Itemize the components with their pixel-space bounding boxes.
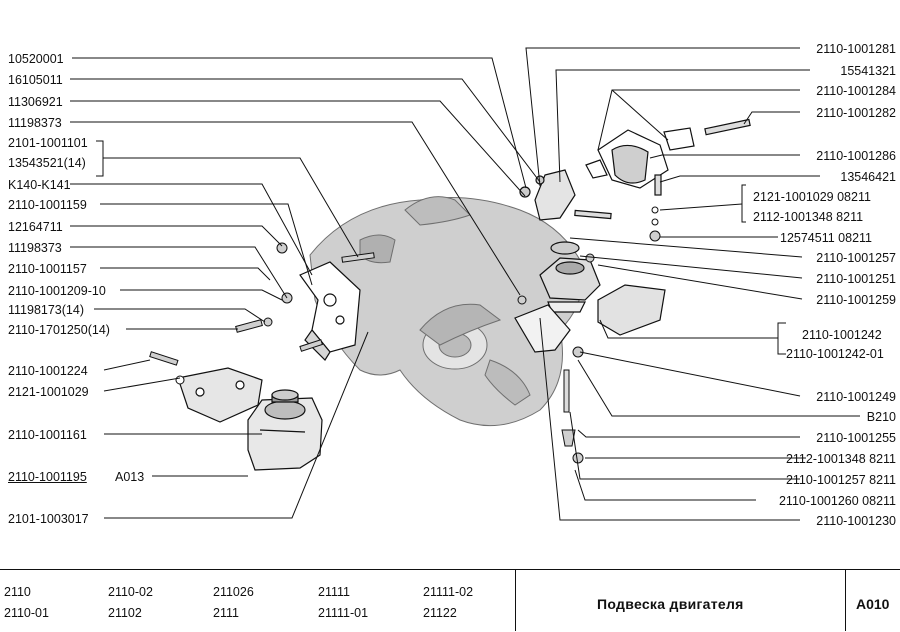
model-code: 21111 [318, 585, 350, 599]
part-label: 2110-1701250(14) [8, 323, 110, 337]
part-label: 2101-1001101 [8, 136, 88, 150]
sheet-code: A010 [856, 596, 890, 612]
model-code: 211026 [213, 585, 254, 599]
part-label: 12164711 [8, 220, 63, 234]
part-label-link[interactable]: 2110-1001195 [8, 470, 87, 484]
part-label: 13546421 [840, 170, 896, 184]
part-label: 2110-1001209-10 [8, 284, 106, 298]
part-label: 2110-1001257 [816, 251, 896, 265]
footer-table [0, 569, 900, 632]
part-label: 2110-1001161 [8, 428, 87, 442]
leader-lines-left [70, 57, 541, 519]
part-label: 2110-1001249 [816, 390, 896, 404]
part-label: 2101-1003017 [8, 512, 89, 526]
page-title: Подвеска двигателя [597, 596, 744, 612]
part-label: 2110-1001259 [816, 293, 896, 307]
model-code: 2111 [213, 606, 239, 620]
part-label: 15541321 [840, 64, 896, 78]
part-label: 2121-1001029 08211 [753, 190, 871, 204]
part-label: 2110-1001224 [8, 364, 88, 378]
part-label: 2110-1001159 [8, 198, 87, 212]
part-label: 11198373 [8, 241, 62, 255]
part-label: 2110-1001281 [816, 42, 896, 56]
model-code: 2110-02 [108, 585, 153, 599]
model-code: 21122 [423, 606, 457, 620]
part-label: 11198173(14) [8, 303, 84, 317]
footer-divider [845, 569, 846, 631]
model-code: 21102 [108, 606, 142, 620]
model-code: 21111-01 [318, 606, 369, 620]
left-rubber-mount [247, 389, 323, 471]
part-label: 2110-1001242-01 [786, 347, 884, 361]
leader-lines-right [525, 47, 860, 521]
part-label: 2110-1001230 [816, 514, 896, 528]
part-label: 2112-1001348 8211 [753, 210, 864, 224]
part-label: A013 [115, 470, 145, 484]
part-label: 2121-1001029 [8, 385, 89, 399]
part-label: 12574511 08211 [780, 231, 872, 245]
part-label: 13543521(14) [8, 156, 86, 170]
part-label: 2110-1001251 [816, 272, 896, 286]
part-label: 2110-1001157 [8, 262, 87, 276]
left-support-plate [177, 367, 263, 423]
part-label: 2110-1001242 [802, 328, 882, 342]
part-label: 2110-1001260 08211 [778, 494, 896, 508]
model-code: 2110 [4, 585, 31, 599]
model-code: 2110-01 [4, 606, 49, 620]
right-bracket [519, 169, 612, 221]
part-label: 11306921 [8, 95, 63, 109]
part-label: 2112-1001348 8211 [785, 452, 896, 466]
part-label: K140-K141 [8, 178, 71, 192]
footer-divider [515, 569, 516, 631]
part-label: 2110-1001284 [816, 84, 896, 98]
right-small-parts [517, 206, 661, 464]
engine-silhouette [309, 196, 583, 427]
right-upper-mount [585, 118, 751, 196]
part-label: 2110-1001282 [816, 106, 896, 120]
right-rubber-mount [514, 241, 666, 353]
part-label: 11198373 [8, 116, 62, 130]
model-code: 21111-02 [423, 585, 474, 599]
part-label: 16105011 [8, 73, 63, 87]
part-label: 2110-1001257 8211 [785, 473, 896, 487]
part-label: 2110-1001286 [816, 149, 896, 163]
part-label: B210 [866, 410, 896, 424]
part-label: 2110-1001255 [816, 431, 896, 445]
part-label: 10520001 [8, 52, 64, 66]
